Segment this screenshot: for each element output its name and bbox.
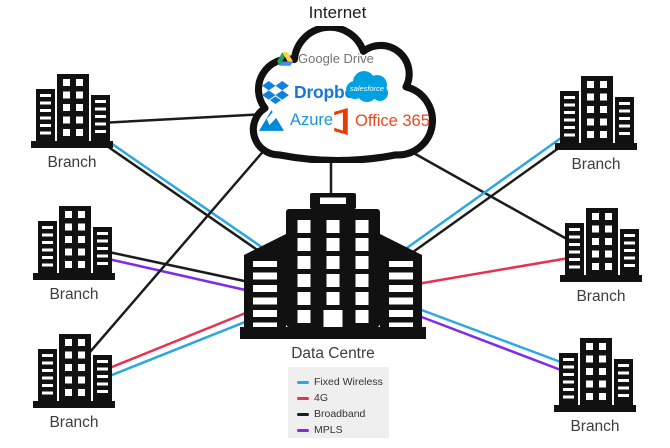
legend-swatch-fixed-wireless (297, 380, 309, 384)
branch-label: Branch (570, 418, 620, 435)
branch-building-icon (31, 74, 113, 148)
office-365-icon (334, 107, 348, 136)
branch-bottom-right: Branch (541, 338, 649, 436)
legend-label-broadband: Broadband (314, 408, 366, 420)
service-google-drive: Google Drive (277, 51, 374, 66)
link-branch-bottom-left-internet-cloud-broadband (88, 138, 275, 354)
service-azure: Azure (258, 109, 333, 132)
service-salesforce: salesforce (344, 70, 390, 103)
branch-building-icon (554, 338, 636, 412)
link-branch-bottom-left-data-centre-fixed_wireless (105, 314, 262, 379)
link-data-centre-branch-mid-right-4g (415, 255, 577, 286)
service-office-365: Office 365 (332, 107, 430, 136)
legend-item-mpls: MPLS (297, 422, 389, 438)
link-branch-bottom-left-data-centre-4g (105, 306, 260, 371)
branch-building-icon (560, 208, 642, 282)
branch-label: Branch (49, 414, 99, 431)
azure-icon (259, 110, 284, 131)
link-branch-top-left-data-centre-fixed_wireless (100, 135, 268, 252)
legend-item-fixed-wireless: Fixed Wireless (297, 374, 389, 390)
link-branch-mid-left-data-centre-broadband (102, 249, 265, 287)
service-azure-label: Azure (290, 111, 334, 129)
cloud-outline-icon (249, 26, 436, 163)
internet-cloud: Google Drive Dropbox sale (233, 26, 442, 163)
branch-label: Branch (571, 156, 621, 173)
legend-swatch-4g (297, 396, 309, 400)
dropbox-icon (262, 81, 289, 104)
legend-item-broadband: Broadband (297, 406, 389, 422)
link-branch-top-left-internet-cloud-broadband (98, 112, 268, 125)
data-centre-label: Data Centre (291, 345, 375, 362)
legend-swatch-mpls (297, 428, 309, 432)
branch-building-icon (555, 76, 637, 150)
link-data-centre-branch-bottom-right-fixed_wireless (417, 307, 576, 369)
branch-mid-right: Branch (547, 208, 655, 306)
data-centre-building-icon (240, 193, 426, 339)
internet-title: Internet (308, 3, 367, 22)
branch-bottom-left: Branch (20, 334, 128, 432)
branch-label: Branch (47, 154, 97, 171)
branch-mid-left: Branch (20, 206, 128, 304)
service-google-drive-label: Google Drive (298, 51, 374, 66)
link-branch-mid-left-data-centre-mpls (102, 256, 265, 296)
legend-label-4g: 4G (314, 392, 329, 404)
branch-building-icon (33, 206, 115, 280)
legend-label-mpls: MPLS (314, 424, 343, 436)
service-salesforce-label: salesforce (350, 84, 384, 93)
service-dropbox: Dropbox (262, 81, 365, 104)
branch-label: Branch (49, 286, 99, 303)
link-branch-top-left-data-centre-broadband (102, 142, 271, 260)
service-office-365-label: Office 365 (355, 112, 430, 130)
data-centre: Data Centre (239, 187, 427, 363)
legend: Fixed Wireless 4G Broadband MPLS (288, 367, 389, 438)
branch-building-icon (33, 334, 115, 408)
link-data-centre-branch-bottom-right-mpls (417, 314, 576, 377)
branch-top-left: Branch (18, 74, 126, 172)
legend-label-fixed-wireless: Fixed Wireless (314, 376, 383, 388)
salesforce-icon: salesforce (346, 71, 388, 102)
legend-item-4g: 4G (297, 390, 389, 406)
legend-swatch-broadband (297, 412, 309, 416)
link-branch-top-right-data-centre-fixed_wireless (402, 131, 570, 252)
google-drive-icon (277, 51, 293, 66)
branch-label: Branch (576, 288, 626, 305)
link-branch-top-right-data-centre-broadband (404, 138, 572, 259)
branch-top-right: Branch (542, 76, 650, 174)
